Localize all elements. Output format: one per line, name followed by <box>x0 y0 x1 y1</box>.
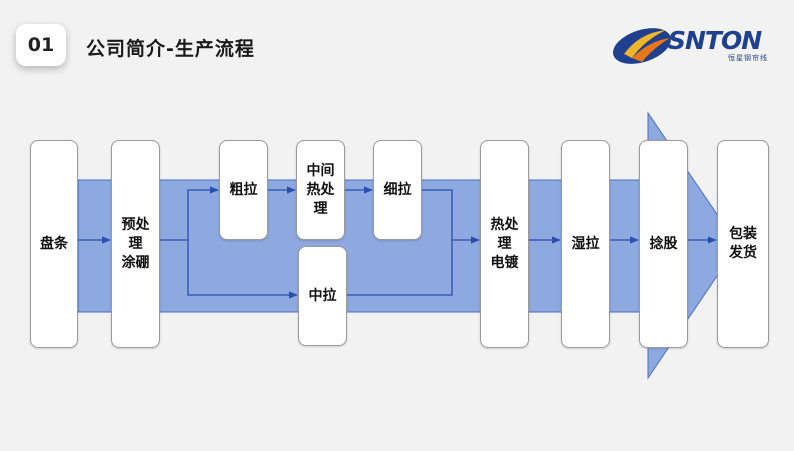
arrow-fine-merge <box>422 189 453 240</box>
node-pack-ship: 包装 发货 <box>717 140 769 348</box>
company-logo: SNTON 恒星钢帘线 <box>610 20 775 70</box>
node-mid-heat: 中间 热处 理 <box>296 140 345 240</box>
page-title: 公司简介-生产流程 <box>86 38 255 60</box>
node-stranding: 捻股 <box>639 140 688 348</box>
section-number-badge: 01 <box>16 24 66 66</box>
logo-swoosh-icon <box>613 28 671 64</box>
section-number: 01 <box>27 34 55 56</box>
node-wet-draw: 湿拉 <box>561 140 610 348</box>
logo-sub-text: 恒星钢帘线 <box>728 54 768 62</box>
node-rough-draw: 粗拉 <box>219 140 268 240</box>
node-fine-draw: 细拉 <box>373 140 422 240</box>
logo-brand-text: SNTON <box>668 26 762 55</box>
node-heat-plate: 热处 理 电镀 <box>480 140 529 348</box>
arrow-branch-middle <box>187 240 298 299</box>
arrow-branch-rough <box>187 186 219 240</box>
arrow-middle-merge <box>347 240 453 296</box>
node-middle-draw: 中拉 <box>298 246 347 346</box>
node-coil: 盘条 <box>30 140 78 348</box>
node-pretreat: 预处 理 涂硼 <box>111 140 160 348</box>
